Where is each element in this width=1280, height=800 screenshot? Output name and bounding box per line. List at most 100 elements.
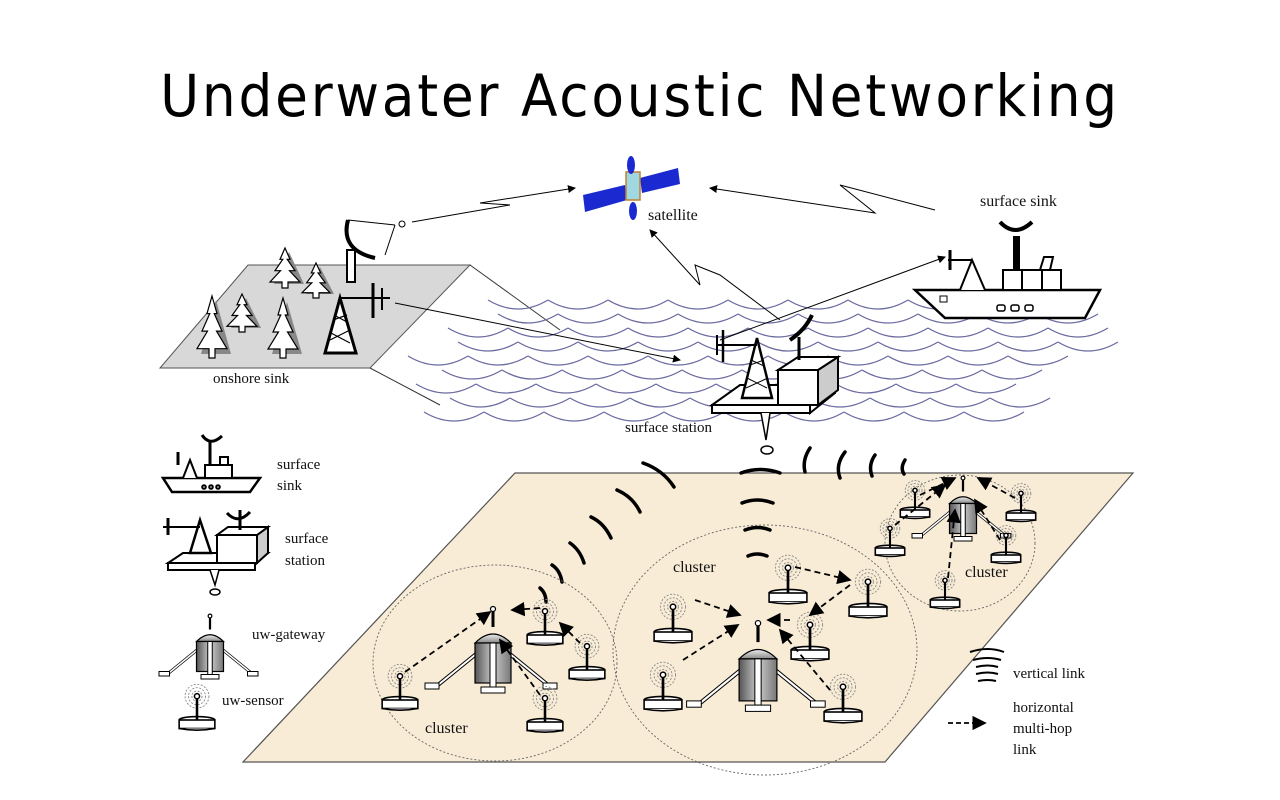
legend-label: surface — [277, 457, 321, 473]
wave-arc — [867, 327, 929, 338]
vertical-link-arc — [568, 541, 586, 565]
cluster-label: cluster — [425, 720, 468, 737]
legend-vertical-link-icon — [969, 648, 1005, 682]
wave-arc — [501, 369, 563, 380]
wave-arc — [547, 299, 609, 310]
horizontal-link — [694, 599, 742, 618]
uw-sensor-icon — [381, 663, 419, 711]
horizontal-link — [919, 477, 957, 496]
wave-arc — [663, 411, 725, 422]
seabed — [241, 472, 1135, 763]
tree-icon — [300, 261, 334, 299]
legend-label: uw-gateway — [252, 627, 326, 643]
wave-arc — [757, 341, 819, 352]
wave-arc — [637, 341, 699, 352]
wave-arc — [895, 383, 957, 394]
vertical-link-arc — [550, 563, 564, 584]
uw-sensor-icon — [899, 480, 931, 520]
uw-gateway-icon — [158, 613, 259, 680]
uw-sensor-icon — [768, 554, 808, 605]
legend-label: link — [1013, 742, 1037, 758]
wave-arc — [677, 313, 739, 324]
uw-sensor-icon — [526, 685, 564, 733]
wave-arc — [567, 327, 629, 338]
legend-uw-sensor-icon — [178, 683, 216, 731]
legend-surface-sink-icon — [160, 434, 263, 494]
wave-arc — [407, 355, 469, 366]
cluster-boundary — [612, 524, 918, 776]
wave-arc — [1007, 355, 1069, 366]
vertical-link-arc — [538, 586, 548, 604]
wave-arc — [441, 369, 503, 380]
horizontal-link — [974, 498, 1001, 541]
wave-arc — [423, 411, 485, 422]
legend-label: multi-hop — [1013, 721, 1072, 737]
uw-sensor-icon — [178, 683, 216, 731]
vertical-link-arc — [589, 515, 613, 540]
wave-arc — [467, 355, 529, 366]
satellite-icon — [583, 156, 680, 220]
wave-arc — [1057, 341, 1119, 352]
wave-arc — [447, 327, 509, 338]
vertical-link-arc — [900, 458, 907, 476]
surface-sink-icon — [911, 220, 1103, 320]
wave-arc — [457, 341, 519, 352]
wave-arc — [869, 397, 931, 408]
wave-arc — [517, 341, 579, 352]
wave-arc — [947, 355, 1009, 366]
horizontal-link — [558, 621, 581, 644]
wave-arc — [543, 411, 605, 422]
wave-arc — [981, 369, 1043, 380]
uw-sensor-icon — [653, 593, 693, 644]
wave-arc — [817, 341, 879, 352]
cluster-label: cluster — [673, 559, 716, 576]
wave-arc — [787, 299, 849, 310]
onshore-sink-icon — [323, 219, 406, 355]
wave-arc — [603, 411, 665, 422]
uw-sensor-icon — [848, 568, 888, 619]
wave-arc — [857, 313, 919, 324]
wave-arc — [887, 355, 949, 366]
cluster-label: cluster — [965, 564, 1008, 581]
legend-label: station — [285, 553, 325, 569]
wave-arc — [475, 383, 537, 394]
wave-arc — [527, 355, 589, 366]
tree-icon — [266, 295, 302, 359]
wave-arc — [509, 397, 571, 408]
wave-arc — [607, 299, 669, 310]
wave-arc — [927, 327, 989, 338]
wave-arc — [621, 369, 683, 380]
vertical-link-arc — [868, 453, 877, 478]
horizontal-link — [808, 584, 851, 617]
vertical-link-arc — [739, 467, 782, 475]
wave-arc — [727, 299, 789, 310]
clusters — [372, 474, 1037, 776]
horizontal-link — [894, 483, 947, 526]
surface-station-label: surface station — [625, 420, 713, 436]
wave-arc — [737, 313, 799, 324]
wave-arc — [557, 313, 619, 324]
legend-surface-station-icon — [163, 510, 272, 596]
horizontal-link — [510, 601, 541, 617]
wave-arc — [617, 313, 679, 324]
horizontal-link — [682, 624, 740, 661]
legend-right: vertical link horizontal multi-hop link — [948, 648, 1086, 758]
wave-arc — [535, 383, 597, 394]
wave-arc — [843, 411, 905, 422]
wave-arc — [797, 313, 859, 324]
wave-arc — [497, 313, 559, 324]
wave-arc — [861, 369, 923, 380]
wave-arc — [697, 341, 759, 352]
vertical-link-arc — [615, 488, 642, 514]
tree-icon — [225, 292, 261, 333]
legend-label: vertical link — [1013, 666, 1086, 682]
wave-arc — [929, 397, 991, 408]
uw-sensor-icon — [526, 598, 564, 646]
vertical-links — [538, 446, 907, 604]
vertical-link-arc — [836, 450, 847, 480]
uw-sensor-icon — [1005, 483, 1037, 523]
wave-arc — [587, 355, 649, 366]
slide-title: Underwater Acoustic Networking — [160, 62, 1120, 130]
wave-arc — [627, 327, 689, 338]
